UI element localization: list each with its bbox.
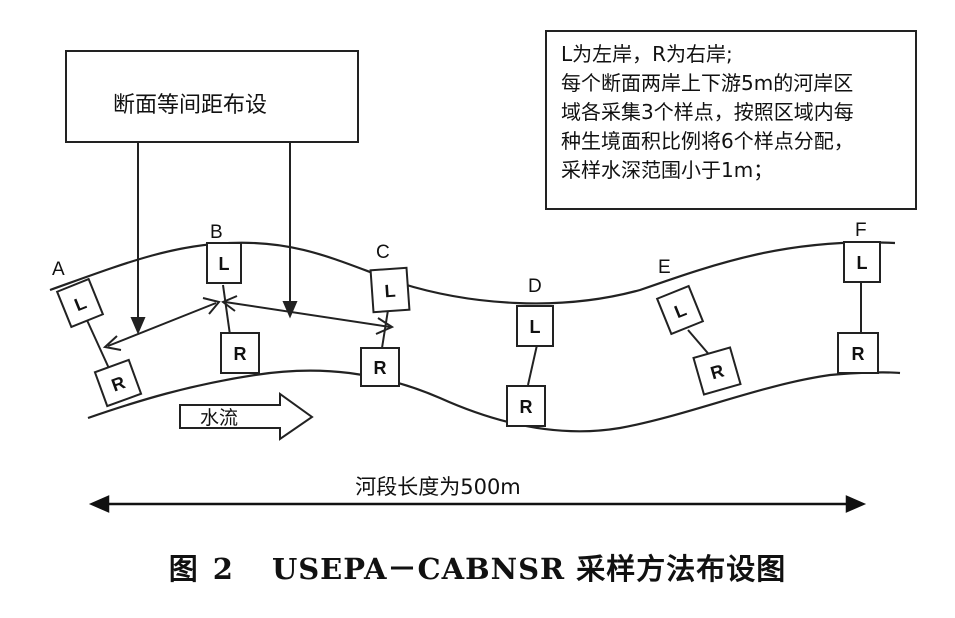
section-label-f: F: [855, 220, 867, 241]
sample-box-a-right-label: R: [109, 372, 128, 395]
sample-box-a-right: R: [93, 358, 143, 408]
sample-box-b-left-label: L: [219, 254, 230, 274]
length-arrow: [88, 495, 867, 513]
sample-box-f-left-label: L: [857, 253, 868, 273]
sample-box-e-right-label: R: [708, 361, 726, 384]
sample-box-a-left: L: [55, 277, 105, 329]
flow-label: 水流: [200, 407, 238, 429]
caption-number: 2: [212, 552, 234, 586]
note-line: 采样水深范围小于1m；: [561, 158, 774, 182]
spacing-arrows: [102, 295, 395, 351]
note-line: 每个断面两岸上下游5m的河岸区: [561, 71, 854, 95]
sample-box-f-right-label: R: [852, 344, 865, 364]
section-label-e: E: [658, 257, 671, 278]
sample-box-d-right: R: [506, 385, 546, 427]
flow-arrow: [179, 392, 314, 441]
method-pointer-arrows: [130, 143, 298, 335]
section-connectors: [85, 282, 862, 386]
note-line: 种生境面积比例将6个样点分配，: [561, 129, 854, 153]
sample-box-c-left: L: [369, 266, 411, 314]
sample-box-b-right-label: R: [234, 344, 247, 364]
caption-title: USEPA－CABNSR 采样方法布设图: [271, 552, 787, 586]
sample-box-b-left: L: [206, 242, 242, 284]
caption-fig: 图: [168, 552, 199, 586]
section-label-b: B: [210, 222, 223, 243]
note-line: 域各采集3个样点，按照区域内每: [561, 100, 854, 124]
sample-box-c-left-label: L: [384, 281, 396, 302]
sample-box-c-right-label: R: [374, 358, 387, 378]
sample-box-b-right: R: [220, 332, 260, 374]
sample-box-d-left: L: [516, 305, 554, 347]
sample-box-c-right: R: [360, 347, 400, 387]
river-upper-bank: [49, 241, 896, 305]
sample-box-e-right: R: [692, 346, 742, 396]
section-label-c: C: [376, 242, 390, 263]
method-box: 断面等间距布设: [65, 50, 359, 143]
river-lower-bank: [87, 369, 901, 433]
note-box: L为左岸，R为右岸; 每个断面两岸上下游5m的河岸区 域各采集3个样点，按照区域…: [545, 30, 917, 210]
length-label: 河段长度为500m: [355, 475, 521, 499]
section-label-a: A: [52, 259, 65, 280]
sample-box-f-right: R: [837, 332, 879, 374]
sample-box-d-left-label: L: [530, 317, 541, 337]
note-line: L为左岸，R为右岸;: [561, 42, 733, 66]
method-box-label: 断面等间距布设: [113, 93, 268, 118]
sample-box-e-left: L: [655, 284, 705, 336]
sample-box-d-right-label: R: [520, 397, 533, 417]
sample-box-f-left: L: [843, 241, 881, 283]
section-label-d: D: [528, 276, 542, 297]
